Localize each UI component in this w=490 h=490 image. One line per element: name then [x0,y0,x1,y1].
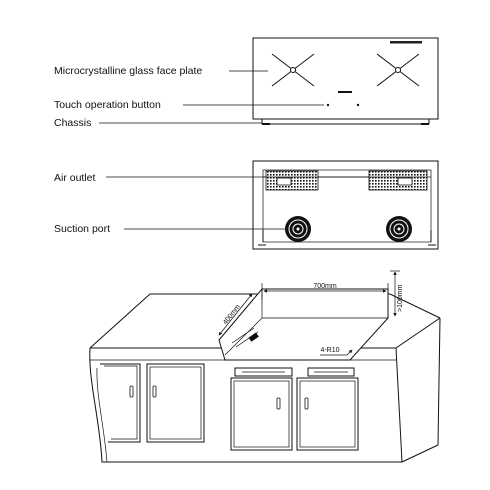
glass-face-plate [252,37,439,120]
air-outlet-label: Air outlet [54,172,96,184]
clearance-dimension-label: >100mm [397,284,404,312]
cabinet-drawer-center [234,367,293,377]
cabinet-door-center [230,377,293,451]
underside-outline [252,160,439,250]
width-dimension-label: 700mm [313,283,337,290]
touch-button-icon [356,103,360,107]
cabinet-door-left-1 [100,363,141,443]
display-indicator [338,91,352,93]
left-air-outlet [265,170,319,191]
countertop-cutout [218,288,389,361]
chassis-label: Chassis [54,117,91,129]
cooktop-bottom-view [252,160,439,250]
depth-dimension-line [218,293,253,336]
cabinet-door-left-2 [146,363,205,443]
suction-port-label: Suction port [54,223,110,235]
cooktop-top-view [252,37,439,125]
cabinet-installation: 700mm 400mm >100mm 4-R10 [89,270,441,463]
touch-button-label: Touch operation button [54,99,161,111]
corner-radius-label: 4-R10 [320,347,339,354]
right-suction-port [386,216,412,242]
touch-button-icon [326,103,330,107]
face-plate-label: Microcrystalline glass face plate [54,65,202,77]
left-zone-cross-icon [271,53,315,87]
cabinet-front [89,347,402,463]
left-suction-port [285,216,311,242]
cabinet-drawer-right [307,367,355,377]
cabinet-door-right [296,377,359,451]
brand-logo [390,41,422,44]
right-zone-cross-icon [376,53,420,87]
